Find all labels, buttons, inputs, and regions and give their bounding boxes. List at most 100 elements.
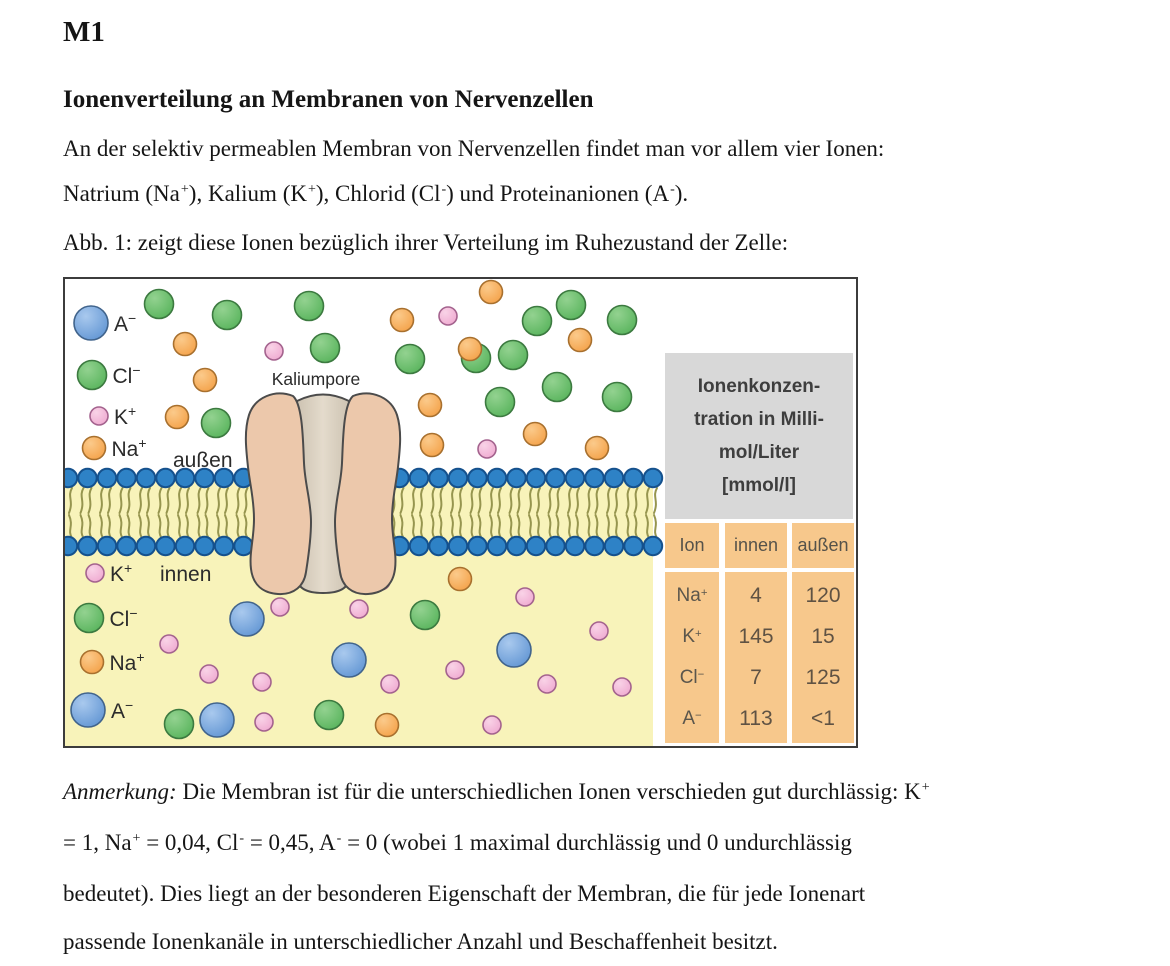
ion-na-circle: [419, 432, 445, 458]
lipid-head: [603, 535, 625, 557]
ion-na-circle: [457, 336, 483, 362]
text-segment: = 0,04, Cl: [140, 830, 239, 855]
note-paragraph: Anmerkung: Die Membran ist für die unter…: [63, 768, 1148, 966]
lipid-head: [525, 535, 547, 557]
lipid-head: [65, 467, 79, 489]
lipid-head: [467, 535, 488, 557]
lipid-head: [213, 535, 235, 557]
ion-cl-circle: [541, 371, 573, 403]
text-segment: ), Chlorid (Cl: [315, 181, 441, 206]
legend-ion-label: Cl−: [110, 605, 138, 631]
lipid-head: [623, 467, 644, 489]
lipid-head: [233, 535, 254, 557]
text-segment: bedeutet). Dies liegt an der besonderen …: [63, 881, 866, 906]
note-line: = 1, Na+ = 0,04, Cl- = 0,45, A- = 0 (wob…: [63, 819, 1148, 870]
inner-region-label: innen: [160, 563, 211, 586]
table-title-line: tration in Milli-: [694, 409, 824, 430]
ion-na-circle: [417, 392, 443, 418]
ion-na-circle: [567, 327, 593, 353]
legend-ion-a-circle: [70, 692, 106, 728]
note-line: passende Ionenkanäle in unterschiedliche…: [63, 918, 1148, 966]
outer-region-label: außen: [173, 449, 233, 472]
text-segment: ), Kalium (K: [188, 181, 307, 206]
ion-k-circle: [270, 597, 290, 617]
ion-na-circle: [172, 331, 198, 357]
superscript: −: [695, 709, 702, 722]
legend-ion-label: Cl−: [113, 362, 141, 388]
table-cell: K+: [682, 626, 702, 648]
text-segment: passende Ionenkanäle in unterschiedliche…: [63, 929, 778, 954]
ion-cl-circle: [293, 290, 325, 322]
table-cell: 120: [805, 584, 841, 608]
lipid-head: [428, 535, 449, 557]
ion-k-circle: [445, 660, 465, 680]
ion-cl-circle: [521, 305, 553, 337]
ion-cl-circle: [555, 289, 587, 321]
lipid-head: [408, 535, 430, 557]
superscript: -: [239, 830, 245, 847]
table-title-line: mol/Liter: [718, 442, 800, 463]
lipid-head: [77, 467, 98, 489]
legend-ion-cl-circle: [73, 602, 105, 634]
table-title-line: Ionenkonzen-: [697, 376, 821, 397]
table-title-line: [mmol/l]: [722, 475, 796, 496]
superscript: -: [336, 830, 342, 847]
ion-cl-circle: [606, 304, 638, 336]
lipid-head: [77, 535, 98, 557]
ion-k-circle: [380, 674, 400, 694]
potassium-pore: [244, 392, 402, 596]
ion-na-circle: [478, 279, 504, 305]
table-cell: 15: [811, 625, 835, 649]
legend-ion-a-circle: [73, 305, 109, 341]
superscript: -: [670, 181, 675, 198]
intro-paragraph: An der selektiv permeablen Membran von N…: [63, 126, 1143, 265]
ion-cl-circle: [163, 708, 195, 740]
ion-k-circle: [482, 715, 502, 735]
table-cell: A−: [682, 707, 702, 729]
text-segment: = 0 (wobei 1 maximal durchlässig und 0 u…: [341, 830, 852, 855]
ion-na-circle: [389, 307, 415, 333]
table-column-ion: Na+K+Cl−A−: [665, 572, 719, 743]
table-cell: 4: [750, 584, 762, 608]
superscript: −: [697, 668, 705, 681]
pore-right-lobe: [334, 392, 402, 596]
lipid-head: [545, 467, 566, 489]
legend-ion-na-circle: [81, 435, 107, 461]
ion-k-circle: [589, 621, 609, 641]
lipid-head: [155, 467, 176, 489]
ion-k-circle: [159, 634, 179, 654]
lipid-head: [623, 535, 644, 557]
lipid-head: [135, 535, 157, 557]
legend-ion-label: K+: [110, 560, 132, 586]
lipid-head: [96, 467, 118, 489]
ion-k-circle: [254, 712, 274, 732]
text-segment: = 0,45, A: [244, 830, 336, 855]
lipid-head: [545, 535, 566, 557]
lipid-head: [116, 467, 137, 489]
table-cell: 145: [738, 625, 774, 649]
superscript: +: [695, 628, 702, 640]
note-line: Anmerkung: Die Membran ist für die unter…: [63, 768, 1148, 819]
legend-ion-label: K+: [114, 403, 136, 429]
text-segment: Natrium (Na: [63, 181, 180, 206]
table-header-ion: Ion: [665, 523, 719, 568]
pore-left-lobe: [244, 392, 312, 596]
table-cell: <1: [811, 706, 835, 730]
lipid-head: [96, 535, 118, 557]
lipid-head: [584, 467, 605, 489]
text-segment: Anmerkung:: [63, 779, 177, 804]
ion-k-circle: [537, 674, 557, 694]
ion-cl-circle: [211, 299, 243, 331]
lipid-head: [525, 467, 547, 489]
lipid-head: [447, 535, 469, 557]
legend-ion-label: Na+: [110, 649, 145, 675]
ion-na-circle: [522, 421, 548, 447]
lipid-head: [155, 535, 176, 557]
lipid-head: [116, 535, 137, 557]
table-cell: 7: [750, 665, 762, 689]
lipid-head: [603, 467, 625, 489]
text-segment: = 1, Na: [63, 830, 132, 855]
lipid-head: [467, 467, 488, 489]
